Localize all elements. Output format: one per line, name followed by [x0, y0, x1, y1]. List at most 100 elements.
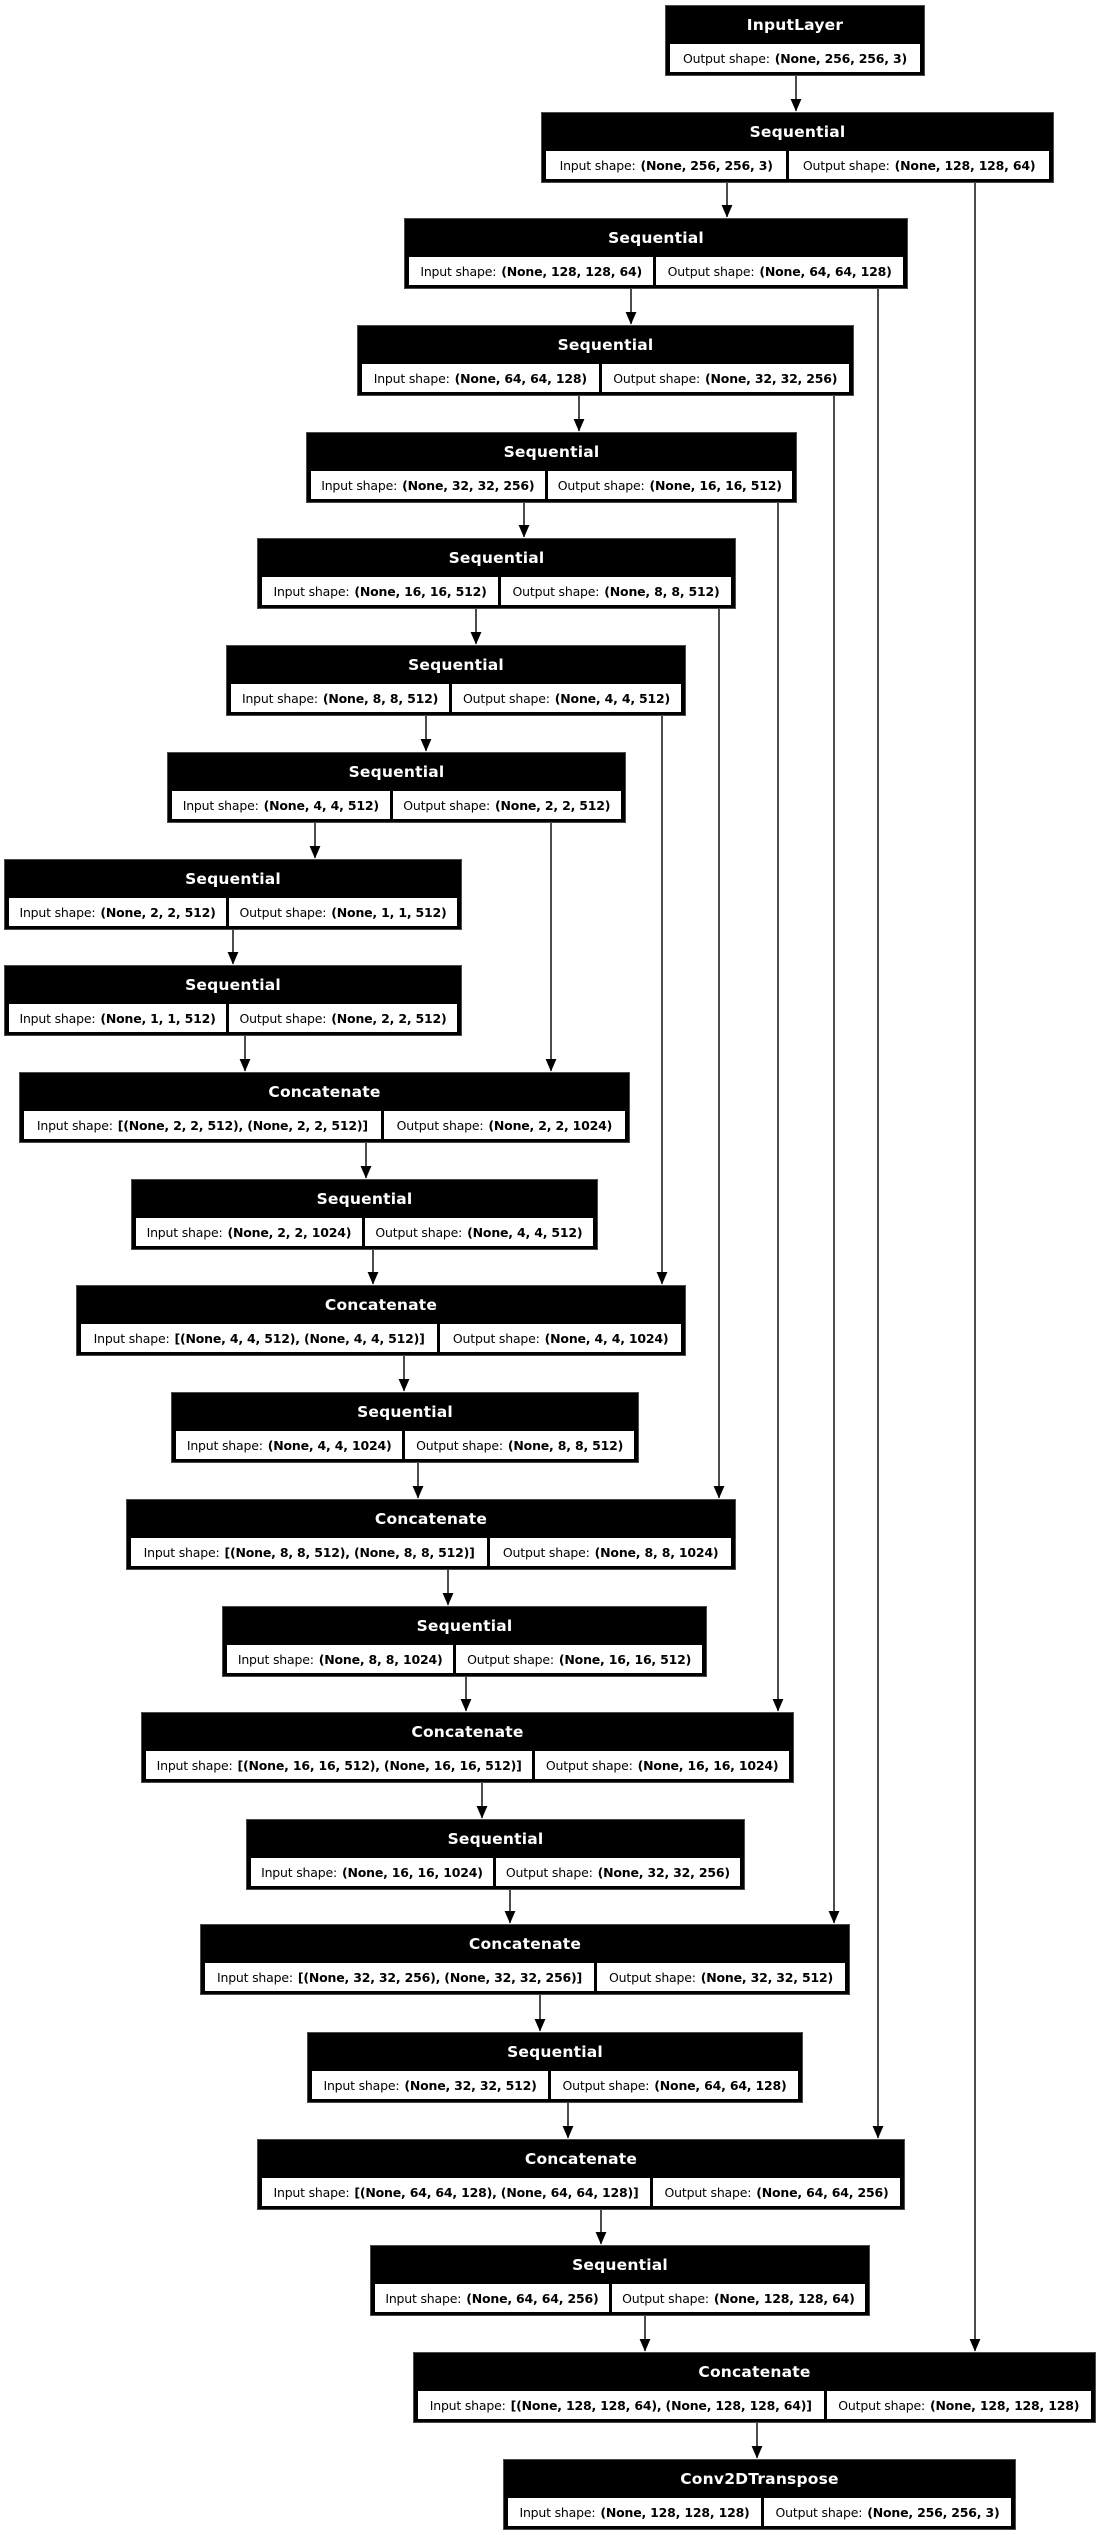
output-shape-prefix: Output shape: [667, 263, 755, 279]
shape-cells-row: Input shape:[(None, 128, 128, 64), (None… [418, 2391, 1092, 2419]
output-shape-prefix: Output shape: [562, 2077, 650, 2093]
output-shape-value: (None, 128, 128, 128) [930, 2397, 1080, 2413]
layer-type-label: Sequential [749, 123, 846, 141]
shape-cells-row: Input shape:(None, 128, 128, 128)Output … [508, 2498, 1011, 2526]
output-shape-cell: Output shape:(None, 64, 64, 128) [551, 2071, 799, 2099]
shape-cells-row: Input shape:[(None, 2, 2, 512), (None, 2… [24, 1111, 626, 1139]
shape-cells-row: Input shape:(None, 4, 4, 1024)Output sha… [176, 1431, 635, 1459]
input-shape-cell: Input shape:(None, 64, 64, 256) [375, 2284, 609, 2312]
output-shape-value: (None, 16, 16, 512) [558, 1651, 692, 1667]
output-shape-cell: Output shape:(None, 8, 8, 512) [405, 1431, 635, 1459]
input-shape-cell: Input shape:(None, 8, 8, 512) [231, 684, 450, 712]
shape-cells-row: Input shape:(None, 4, 4, 512) Output shap… [172, 791, 622, 819]
input-shape-value: (None, 4, 4, 512) [263, 797, 379, 813]
output-shape-prefix: Output shape: [502, 1544, 590, 1560]
shape-cells-row: Input shape:(None, 32, 32, 256)Output sh… [311, 471, 793, 499]
output-shape-value: (None, 32, 32, 256) [705, 370, 838, 386]
input-shape-value: (None, 32, 32, 512) [404, 2077, 537, 2093]
layer-type-label: Sequential [357, 1403, 453, 1421]
shape-cells-row: Input shape:(None, 256, 256, 3)Output sh… [546, 151, 1049, 179]
output-shape-prefix: Output shape: [802, 157, 890, 173]
output-shape-cell: Output shape:(None, 128, 128, 64) [611, 2284, 865, 2312]
output-shape-value: (None, 256, 256, 3) [774, 50, 907, 66]
input-shape-value: (None, 8, 8, 1024) [318, 1651, 443, 1667]
input-shape-prefix: Input shape: [93, 1330, 170, 1346]
output-shape-prefix: Output shape: [239, 904, 327, 920]
output-shape-value: (None, 256, 256, 3) [867, 2504, 1000, 2520]
output-shape-value: (None, 8, 8, 512) [507, 1437, 624, 1453]
input-shape-cell: Input shape:[(None, 16, 16, 512), (None,… [146, 1751, 533, 1779]
input-shape-cell: Input shape:(None, 32, 32, 256) [311, 471, 545, 499]
input-shape-value: (None, 64, 64, 256) [466, 2290, 599, 2306]
output-shape-prefix: Output shape: [613, 370, 701, 386]
output-shape-cell: Output shape:(None, 16, 16, 512) [547, 471, 793, 499]
connection-arrows [227, 76, 981, 2459]
output-shape-value: (None, 2, 2, 1024) [488, 1117, 613, 1133]
input-shape-prefix: Input shape: [429, 2397, 506, 2413]
layer-type-label: Sequential [185, 870, 281, 888]
output-shape-prefix: Output shape: [403, 797, 491, 813]
layer-type-label: Conv2DTranspose [680, 2470, 839, 2488]
input-shape-cell: Input shape:(None, 128, 128, 64) [409, 257, 654, 285]
input-shape-prefix: Input shape: [273, 2184, 350, 2200]
output-shape-prefix: Output shape: [467, 1651, 554, 1667]
input-shape-prefix: Input shape: [261, 1864, 337, 1880]
output-shape-prefix: Output shape: [239, 1010, 327, 1026]
input-shape-value: [(None, 32, 32, 256), (None, 32, 32, 256… [297, 1969, 583, 1985]
input-shape-cell: Input shape:[(None, 32, 32, 256), (None,… [205, 1963, 595, 1991]
input-shape-cell: Input shape:(None, 4, 4, 512) [172, 791, 390, 819]
shape-cells-row: Input shape:[(None, 16, 16, 512), (None,… [146, 1751, 790, 1779]
input-shape-prefix: Input shape: [385, 2290, 462, 2306]
input-shape-value: [(None, 128, 128, 64), (None, 128, 128, … [510, 2397, 812, 2413]
input-shape-value: [(None, 4, 4, 512), (None, 4, 4, 512)] [174, 1330, 425, 1346]
output-shape-cell: Output shape:(None, 16, 16, 512) [456, 1645, 703, 1673]
output-shape-cell: Output shape:(None, 8, 8, 1024) [490, 1538, 732, 1566]
shape-cells-row: Input shape:(None, 2, 2, 512)Output shap… [9, 898, 458, 926]
input-shape-value: (None, 16, 16, 1024) [341, 1864, 483, 1880]
layer-type-label: Sequential [348, 763, 445, 781]
input-shape-cell: Input shape:(None, 16, 16, 512) [262, 577, 499, 605]
output-shape-prefix: Output shape: [416, 1437, 503, 1453]
input-shape-value: (None, 128, 128, 64) [501, 263, 642, 279]
output-shape-value: (None, 64, 64, 256) [756, 2184, 889, 2200]
input-shape-cell: Input shape:(None, 128, 128, 128) [508, 2498, 762, 2526]
layer-type-label: Sequential [448, 549, 545, 567]
input-shape-prefix: Input shape: [241, 690, 318, 706]
shape-cells-row: Input shape:(None, 2, 2, 1024)Output sha… [136, 1218, 594, 1246]
output-shape-value: (None, 4, 4, 512) [554, 690, 671, 706]
input-shape-value: [(None, 8, 8, 512), (None, 8, 8, 512)] [224, 1544, 475, 1560]
input-shape-prefix: Input shape: [146, 1224, 223, 1240]
input-shape-cell: Input shape:(None, 64, 64, 128) [362, 364, 599, 392]
layer-type-label: Concatenate [324, 1296, 438, 1314]
input-shape-value: (None, 16, 16, 512) [354, 583, 487, 599]
layer-type-label: Concatenate [524, 2150, 638, 2168]
output-shape-value: (None, 2, 2, 512) [495, 797, 611, 813]
input-shape-value: [(None, 64, 64, 128), (None, 64, 64, 128… [354, 2184, 639, 2200]
layer-type-label: InputLayer [746, 16, 844, 34]
output-shape-cell: Output shape:(None, 32, 32, 256) [495, 1858, 740, 1886]
output-shape-cell: Output shape:(None, 32, 32, 512) [597, 1963, 845, 1991]
input-shape-prefix: Input shape: [156, 1757, 233, 1773]
shape-cells-row: Input shape:(None, 16, 16, 512)Output sh… [262, 577, 732, 605]
output-shape-cell: Output shape:(None, 128, 128, 64) [789, 151, 1049, 179]
output-shape-value: (None, 64, 64, 128) [759, 263, 892, 279]
layer-type-label: Concatenate [374, 1510, 488, 1528]
shape-cells-row: Output shape:(None, 256, 256, 3) [670, 44, 920, 72]
layer-type-label: Sequential [503, 443, 600, 461]
input-shape-prefix: Input shape: [373, 370, 450, 386]
output-shape-value: (None, 8, 8, 512) [604, 583, 720, 599]
output-shape-value: (None, 16, 16, 512) [649, 477, 782, 493]
output-shape-cell: Output shape:(None, 8, 8, 512) [501, 577, 732, 605]
input-shape-cell: Input shape:[(None, 128, 128, 64), (None… [418, 2391, 824, 2419]
